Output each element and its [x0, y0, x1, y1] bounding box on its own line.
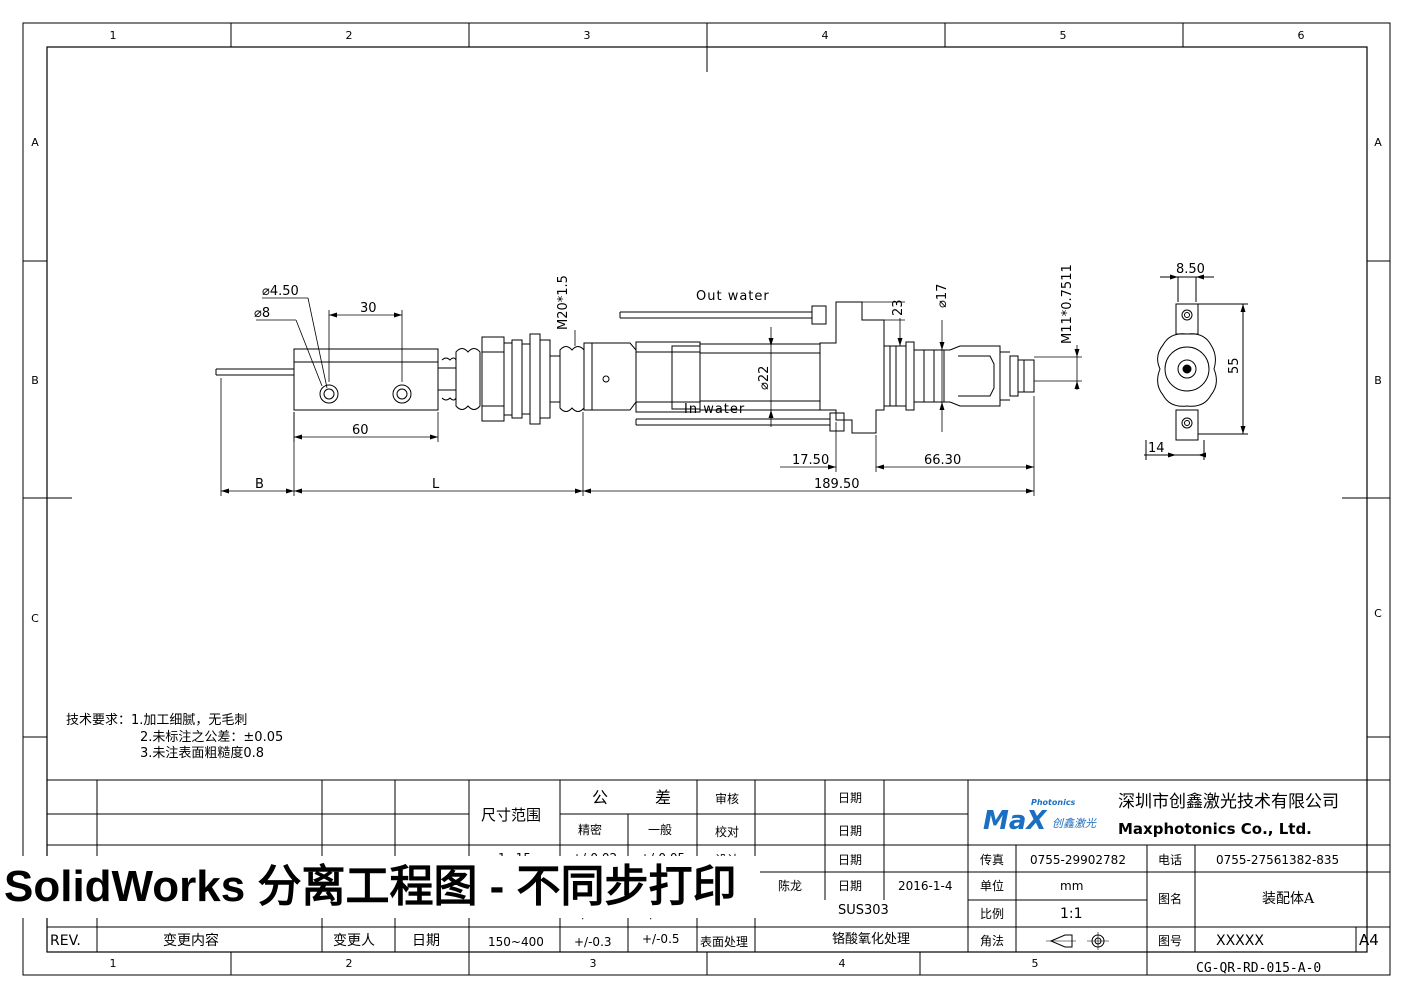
changer-label: 变更人 — [333, 933, 375, 949]
info-table: 传真 0755-29902782 电话 0755-27561382-835 单位… — [980, 852, 1379, 976]
dim-b: B — [255, 477, 264, 492]
zone-bottom-1: 1 — [110, 957, 117, 970]
tol-general-4: +/-0.5 — [642, 932, 680, 946]
date-label-3: 日期 — [838, 853, 862, 867]
approval-area: 审核 校对 设计 材料 表面处理 日期 日期 日期 日期 陈龙 2016-1-4… — [700, 791, 952, 949]
tel-label: 电话 — [1158, 853, 1182, 867]
date-label-1: 日期 — [838, 791, 862, 805]
dim-m20: M20*1.5 — [556, 275, 571, 330]
tel-value: 0755-27561382-835 — [1216, 853, 1339, 867]
tol-general: 一般 — [648, 822, 672, 837]
material-value: SUS303 — [838, 903, 889, 918]
main-dimension-texts: ⌀4.50 ⌀8 30 60 B L 189.50 17.50 66.30 Ou… — [254, 264, 1075, 492]
dim-55: 55 — [1227, 357, 1242, 374]
surface-value: 铬酸氧化处理 — [832, 931, 910, 947]
label-in-water: In water — [684, 402, 745, 417]
fax-label: 传真 — [980, 852, 1004, 867]
tol-precise-4: +/-0.3 — [574, 935, 612, 949]
note-line-3: 3.未注表面粗糙度0.8 — [140, 745, 264, 761]
end-view-arrows — [1168, 274, 1246, 458]
zone-row-a-right: A — [1374, 136, 1382, 149]
zone-bottom-5: 5 — [1032, 957, 1039, 970]
dim-30: 30 — [360, 301, 377, 316]
end-view-texts: 8.50 55 14 — [1148, 262, 1242, 456]
company-info: 深圳市创鑫激光技术有限公司 Maxphotonics Co., Ltd. — [1118, 792, 1339, 838]
tol-header: 尺寸范围 — [481, 806, 541, 824]
rev-label: REV. — [50, 933, 81, 949]
projection-symbol-icon — [1046, 932, 1109, 950]
unit-value: mm — [1060, 879, 1083, 893]
company-name-cn: 深圳市创鑫激光技术有限公司 — [1118, 792, 1339, 812]
tol-precise: 精密 — [578, 822, 602, 837]
zone-bottom-4: 4 — [839, 957, 846, 970]
drawing-code: CG-QR-RD-015-A-0 — [1196, 961, 1321, 976]
change-date-label: 日期 — [412, 933, 440, 949]
logo-main-text: MaX — [983, 806, 1048, 836]
zone-bottom-2: 2 — [346, 957, 353, 970]
sheet-size: A4 — [1359, 931, 1379, 949]
company-name-en: Maxphotonics Co., Ltd. — [1118, 820, 1312, 838]
zone-row-a-left: A — [31, 136, 39, 149]
zone-col-5: 5 — [1060, 29, 1067, 42]
assembly-side-view — [215, 301, 1035, 434]
zone-row-b-left: B — [31, 374, 39, 387]
tol-gong: 公 — [592, 788, 608, 807]
dim-l: L — [432, 477, 440, 492]
dim-60: 60 — [352, 423, 369, 438]
zone-col-1: 1 — [110, 29, 117, 42]
zone-col-6: 6 — [1298, 29, 1305, 42]
angle-label: 角法 — [980, 934, 1004, 948]
zone-row-b-right: B — [1374, 374, 1382, 387]
dim-189-50: 189.50 — [814, 477, 860, 492]
dim-dia-17: ⌀17 — [935, 284, 950, 308]
zone-col-4: 4 — [822, 29, 829, 42]
revision-area: REV. 变更内容 变更人 日期 — [50, 932, 440, 949]
date-label-4: 日期 — [838, 879, 862, 893]
zone-col-2: 2 — [346, 29, 353, 42]
fax-value: 0755-29902782 — [1030, 853, 1126, 867]
zone-row-c-right: C — [1374, 607, 1382, 620]
dim-17-50: 17.50 — [792, 453, 829, 468]
tol-cha: 差 — [655, 788, 671, 807]
label-out-water: Out water — [696, 289, 770, 304]
print-watermark: SolidWorks 分离工程图 - 不同步打印 — [0, 856, 760, 918]
surface-label: 表面处理 — [700, 935, 748, 949]
dim-dia-22: ⌀22 — [757, 366, 772, 390]
change-content-label: 变更内容 — [163, 932, 219, 949]
dim-m11: M11*0.7511 — [1060, 264, 1075, 344]
note-line-2: 2.未标注之公差：±0.05 — [140, 730, 283, 745]
designer-name: 陈龙 — [778, 878, 802, 893]
zone-bottom-3: 3 — [590, 957, 597, 970]
note-line-1: 技术要求：1.加工细腻，无毛刺 — [66, 713, 247, 728]
dim-23: 23 — [891, 299, 906, 316]
scale-value: 1:1 — [1060, 906, 1083, 922]
zone-labels: 1 2 3 4 5 6 A B C A B C 1 2 3 4 5 — [31, 29, 1382, 970]
drawing-number-label: 图号 — [1158, 934, 1182, 948]
drawing-name: 装配体A — [1262, 891, 1315, 907]
drawing-number: XXXXX — [1216, 933, 1264, 949]
dim-dia-8: ⌀8 — [254, 306, 270, 321]
logo-small-text: Photonics — [1031, 798, 1076, 807]
dim-66-30: 66.30 — [924, 453, 961, 468]
dim-8-50: 8.50 — [1176, 262, 1205, 277]
dimension-arrows — [221, 312, 1080, 494]
zone-col-3: 3 — [584, 29, 591, 42]
check-label: 校对 — [715, 824, 739, 839]
drawing-name-label: 图名 — [1158, 891, 1182, 906]
scale-label: 比例 — [980, 907, 1004, 921]
tol-range-4: 150~400 — [488, 935, 544, 949]
dim-14: 14 — [1148, 441, 1165, 456]
dim-dia-4-50: ⌀4.50 — [262, 284, 299, 299]
watermark-text: SolidWorks 分离工程图 - 不同步打印 — [4, 862, 737, 911]
unit-label: 单位 — [980, 878, 1004, 893]
review-label: 审核 — [715, 791, 739, 806]
logo-cn-text: 创鑫激光 — [1052, 817, 1097, 830]
company-logo: Photonics MaX 创鑫激光 — [983, 798, 1097, 836]
design-date: 2016-1-4 — [898, 879, 952, 893]
zone-row-c-left: C — [31, 612, 39, 625]
date-label-2: 日期 — [838, 824, 862, 838]
technical-notes: 技术要求：1.加工细腻，无毛刺 2.未标注之公差：±0.05 3.未注表面粗糙度… — [66, 713, 283, 761]
